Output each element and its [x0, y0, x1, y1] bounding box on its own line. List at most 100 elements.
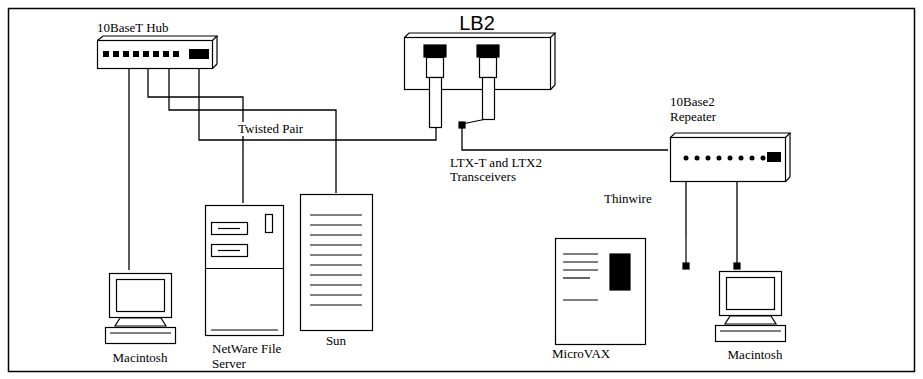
microvax-icon-part — [563, 261, 598, 262]
file-server-icon-part — [212, 245, 248, 257]
file-server-icon-part — [266, 215, 273, 233]
repeater-symbol-part — [706, 156, 711, 161]
repeater-symbol-part — [786, 177, 791, 182]
repeater-symbol-part — [728, 156, 733, 161]
microvax-icon — [556, 238, 690, 345]
macintosh-icon-part — [720, 330, 781, 331]
file-server-icon-part — [212, 223, 248, 235]
macintosh-icon-part — [734, 263, 740, 269]
hub-symbol-part — [98, 41, 213, 69]
macintosh-icon — [106, 274, 176, 344]
file-server-icon — [206, 206, 284, 336]
hub-symbol-part — [173, 51, 179, 57]
lb2-symbol-part — [459, 122, 465, 128]
hub-symbol-part — [153, 51, 159, 57]
cable — [128, 68, 129, 270]
hub-symbol-part — [98, 36, 218, 41]
macintosh-icon-part — [727, 278, 775, 310]
frame — [9, 9, 915, 372]
repeater-symbol-part — [750, 156, 755, 161]
repeater-symbol-part — [717, 156, 722, 161]
node-caption: NetWare File Server — [212, 341, 296, 371]
lb2-symbol-part — [405, 38, 551, 90]
node-caption: LB2 — [404, 12, 550, 35]
node-caption: 10Base2 Repeater — [670, 94, 734, 124]
repeater-symbol-part — [739, 156, 744, 161]
hub-symbol-part — [213, 64, 218, 69]
microvax-icon-part — [610, 254, 630, 290]
file-server-icon-part — [206, 268, 284, 269]
repeater: 10Base2 Repeater — [668, 92, 790, 182]
cable — [462, 128, 668, 150]
sun-icon-part — [301, 195, 373, 331]
file-server-icon-part — [218, 250, 240, 251]
cable-label: Thinwire — [604, 192, 674, 206]
hub-symbol-part — [103, 49, 209, 59]
repeater-symbol-part — [767, 152, 781, 162]
macintosh-icon-part — [716, 326, 786, 342]
node-caption: Macintosh — [98, 350, 182, 365]
repeater-symbol — [671, 133, 791, 182]
microvax-icon-part — [563, 277, 590, 278]
macintosh-icon — [716, 262, 786, 342]
file-server-icon-part — [218, 228, 240, 229]
sun-icon — [301, 195, 373, 331]
file-server-icon-part — [206, 206, 284, 336]
node-caption: 10BaseT Hub — [97, 20, 215, 35]
lb2-symbol-part — [477, 45, 499, 57]
macintosh-icon-part — [106, 328, 176, 344]
lb2-symbol-part — [430, 78, 442, 128]
repeater-symbol-part — [671, 133, 791, 138]
hub-symbol-part — [189, 49, 209, 59]
macintosh-icon-part — [110, 332, 171, 333]
node-caption: Macintosh — [712, 347, 798, 362]
cable — [199, 68, 436, 140]
cable — [169, 68, 336, 193]
hub-symbol — [98, 36, 218, 69]
microvax-icon-part — [556, 239, 646, 345]
repeater-symbol-part — [761, 156, 766, 161]
macintosh-icon-part — [720, 272, 782, 316]
repeater-symbol-part — [684, 156, 689, 161]
node-caption: MicroVAX — [552, 346, 642, 361]
lb2-symbol-part — [554, 33, 555, 85]
hub-symbol-part — [103, 51, 109, 57]
lb2-symbol-part — [480, 58, 497, 78]
node-caption: Sun — [296, 333, 376, 348]
transceiver-label: LTX-T and LTX2 Transceivers — [450, 156, 570, 184]
cable — [736, 182, 737, 262]
microvax-icon-part — [563, 299, 598, 300]
lb2-symbol-part — [483, 78, 495, 120]
bridge-lb2: LB2 — [404, 8, 551, 128]
repeater-symbol-part — [789, 133, 790, 177]
computer: Macintosh — [712, 262, 799, 363]
workstation: Sun — [296, 193, 377, 353]
hub-symbol-part — [123, 51, 129, 57]
repeater-symbol-part — [684, 152, 782, 162]
file-server: NetWare File Server — [200, 203, 297, 372]
cable-label: Twisted Pair — [238, 122, 303, 136]
hub-symbol-part — [113, 51, 119, 57]
microvax-icon-part — [685, 238, 686, 265]
microvax-icon-part — [683, 263, 689, 269]
lb2-symbol-part — [424, 45, 446, 57]
microvax-icon-part — [563, 269, 598, 270]
sun-icon-part — [310, 212, 362, 312]
frame-part — [9, 9, 915, 372]
macintosh-icon-part — [110, 274, 172, 318]
hub-symbol-part — [143, 51, 149, 57]
repeater-symbol-part — [695, 156, 700, 161]
hub-symbol-part — [163, 51, 169, 57]
lb2-symbol — [405, 33, 556, 128]
minicomputer: MicroVAX — [550, 238, 692, 364]
cable — [148, 68, 243, 203]
hub-symbol-part — [216, 36, 217, 64]
lb2-symbol-part — [551, 85, 556, 90]
cable — [685, 182, 686, 238]
macintosh-icon-part — [117, 280, 165, 312]
lb2-symbol-part — [427, 58, 444, 78]
repeater-symbol-part — [671, 138, 786, 182]
macintosh-icon-part — [725, 316, 776, 324]
file-server-icon-part — [211, 329, 278, 330]
